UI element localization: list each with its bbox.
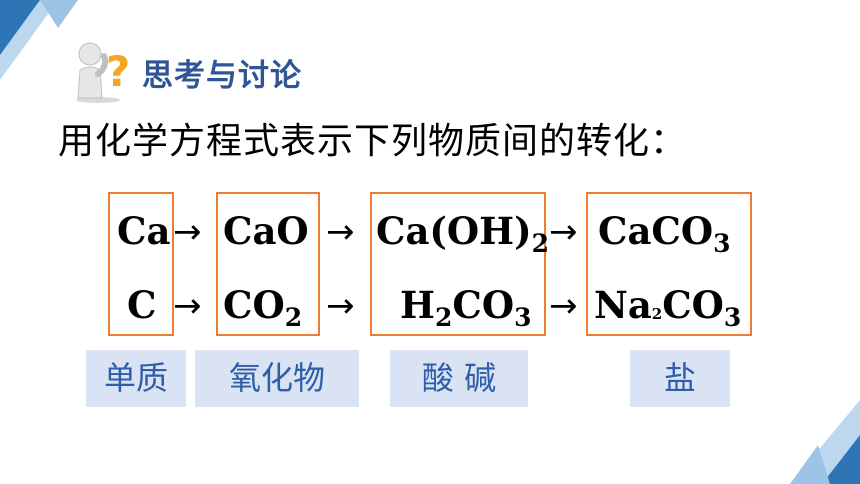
- formula-na2co3: Na2CO3: [594, 283, 742, 332]
- arrow-r2-3: →: [549, 286, 578, 326]
- arrow-r2-1: →: [173, 286, 202, 326]
- salt-box: [586, 192, 752, 336]
- top-left-corner-decoration: [0, 0, 78, 80]
- formula-h2co3: H2CO3: [400, 283, 532, 332]
- heading-title: 思考与讨论: [142, 57, 302, 94]
- category-element: 单质: [86, 350, 186, 407]
- prompt-text: 用化学方程式表示下列物质间的转化：: [58, 121, 688, 162]
- bottom-right-corner-decoration: [790, 400, 860, 484]
- formula-ca: Ca: [117, 209, 171, 253]
- element-box: [108, 192, 174, 336]
- oxide-box: [216, 192, 320, 336]
- thinking-person-question-icon: ?: [76, 42, 130, 103]
- arrow-r2-2: →: [326, 286, 355, 326]
- formula-caoh2: Ca(OH)2: [376, 209, 550, 258]
- category-salt: 盐: [630, 350, 730, 407]
- formula-co2: CO2: [223, 283, 303, 332]
- formula-caco3: CaCO3: [598, 209, 731, 258]
- category-acid-base: 酸 碱: [390, 350, 528, 407]
- category-oxide: 氧化物: [195, 350, 359, 407]
- arrow-r1-2: →: [326, 212, 355, 252]
- arrow-r1-1: →: [173, 212, 202, 252]
- arrow-r1-3: →: [549, 212, 578, 252]
- formula-cao: CaO: [223, 209, 309, 253]
- acid-base-box: [370, 192, 546, 336]
- heading-row: ? 思考与讨论: [68, 40, 302, 104]
- svg-text:?: ?: [106, 47, 130, 96]
- formula-c: C: [127, 283, 157, 327]
